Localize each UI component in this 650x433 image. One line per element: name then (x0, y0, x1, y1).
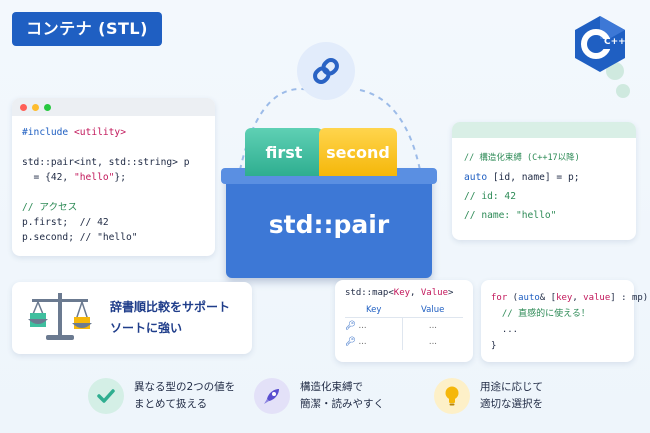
code-token: auto (518, 293, 540, 303)
code-comment: // 直感的に使える！ (491, 309, 590, 319)
feature-line: まとめて扱える (134, 398, 208, 410)
code-token: > (447, 288, 454, 298)
code-comment: // アクセス (22, 202, 78, 213)
lightbulb-icon (434, 378, 470, 414)
check-icon (88, 378, 124, 414)
cpp-logo-label: C++ (604, 37, 626, 47)
map-key: ... (358, 321, 367, 331)
code-token: for (491, 293, 508, 303)
first-block-top: first (245, 128, 323, 176)
feature-item: 構造化束縛で 簡潔・読みやすく (254, 378, 384, 414)
code-token: value (583, 293, 611, 303)
cpp-logo-icon: C++ (574, 15, 626, 73)
decor-circle (606, 62, 624, 80)
map-key: ... (358, 337, 367, 347)
code-block: #include <utility> std::pair<int, std::s… (12, 116, 215, 254)
dashed-arc (239, 88, 421, 171)
structured-binding-code-window: // 構造化束縛 (C++17以降) auto [id, name] = p; … (452, 122, 636, 240)
page-title: コンテナ (STL) (12, 12, 162, 46)
code-token: , (410, 288, 421, 298)
map-col-key: Key (345, 303, 403, 318)
pair-label: std::pair (268, 210, 390, 239)
map-col-value: Value (402, 303, 463, 318)
minimize-dot-icon (32, 103, 39, 111)
second-label: second (326, 142, 390, 162)
code-token: ] : mp) { (610, 293, 649, 303)
compare-line1: 辞書順比較をサポート (110, 300, 231, 314)
for-loop-card: for (auto& [key, value] : mp) { // 直感的に使… (481, 280, 648, 362)
map-heading: std::map<Key, Value> (345, 288, 463, 298)
code-comment: // 42 (68, 217, 109, 228)
map-value: ... (401, 317, 463, 334)
code-token: auto (464, 172, 488, 183)
pair-box (226, 170, 432, 278)
code-token: <utility> (74, 127, 126, 138)
code-token: Key (393, 288, 411, 298)
code-token: , (572, 293, 584, 303)
code-token: Value (420, 288, 448, 298)
code-token: "hello" (73, 172, 115, 183)
code-token: ( (507, 293, 519, 303)
second-block-top: second (319, 128, 397, 176)
pair-code-window: #include <utility> std::pair<int, std::s… (12, 98, 215, 256)
code-block: // 構造化束縛 (C++17以降) auto [id, name] = p; … (452, 138, 636, 235)
code-token: p.first; (22, 217, 69, 228)
key-icon: 🔑︎ (345, 337, 356, 347)
code-line: } (491, 341, 497, 351)
map-table: Key Value 🔑︎ ... ... 🔑︎ ... ... (345, 303, 463, 350)
compare-line2: ソートに強い (110, 321, 183, 335)
code-token: }; (114, 172, 126, 183)
balance-scale-icon (26, 289, 94, 347)
feature-line: 構造化束縛で (300, 381, 363, 393)
code-comment: // id: 42 (464, 191, 516, 202)
feature-line: 簡潔・読みやすく (300, 398, 384, 410)
close-dot-icon (20, 103, 27, 111)
code-token: & [ (539, 293, 557, 303)
code-token: [id, name] = p; (487, 172, 580, 183)
code-line: std::pair<int, std::string> p (22, 157, 190, 168)
code-comment: // name: "hello" (464, 210, 557, 221)
key-icon: 🔑︎ (345, 321, 356, 331)
decor-circle (616, 84, 630, 98)
code-comment: // 構造化束縛 (C++17以降) (464, 153, 580, 163)
table-row: 🔑︎ ... ... (345, 317, 463, 334)
feature-item: 異なる型の2つの値を まとめて扱える (88, 378, 235, 414)
chain-link-icon (297, 42, 355, 100)
code-token: key (556, 293, 573, 303)
table-row: 🔑︎ ... ... (345, 334, 463, 350)
rocket-icon (254, 378, 290, 414)
map-card: std::map<Key, Value> Key Value 🔑︎ ... ..… (335, 280, 473, 362)
maximize-dot-icon (44, 103, 51, 111)
code-line: ... (491, 325, 519, 335)
feature-item: 用途に応じて 適切な選択を (434, 378, 543, 414)
feature-line: 異なる型の2つの値を (134, 381, 236, 393)
map-value: ... (401, 334, 463, 350)
window-titlebar (12, 98, 215, 116)
code-token: std::map< (345, 288, 394, 298)
compare-card: 辞書順比較をサポート ソートに強い (12, 282, 252, 354)
feature-line: 適切な選択を (480, 398, 543, 410)
code-token: #include (22, 127, 69, 138)
first-label: first (265, 142, 303, 162)
code-token: p.second; (22, 232, 74, 243)
code-token: = {42, (22, 172, 74, 183)
window-titlebar (452, 122, 636, 138)
code-comment: // "hello" (73, 232, 138, 243)
feature-line: 用途に応じて (480, 381, 543, 393)
